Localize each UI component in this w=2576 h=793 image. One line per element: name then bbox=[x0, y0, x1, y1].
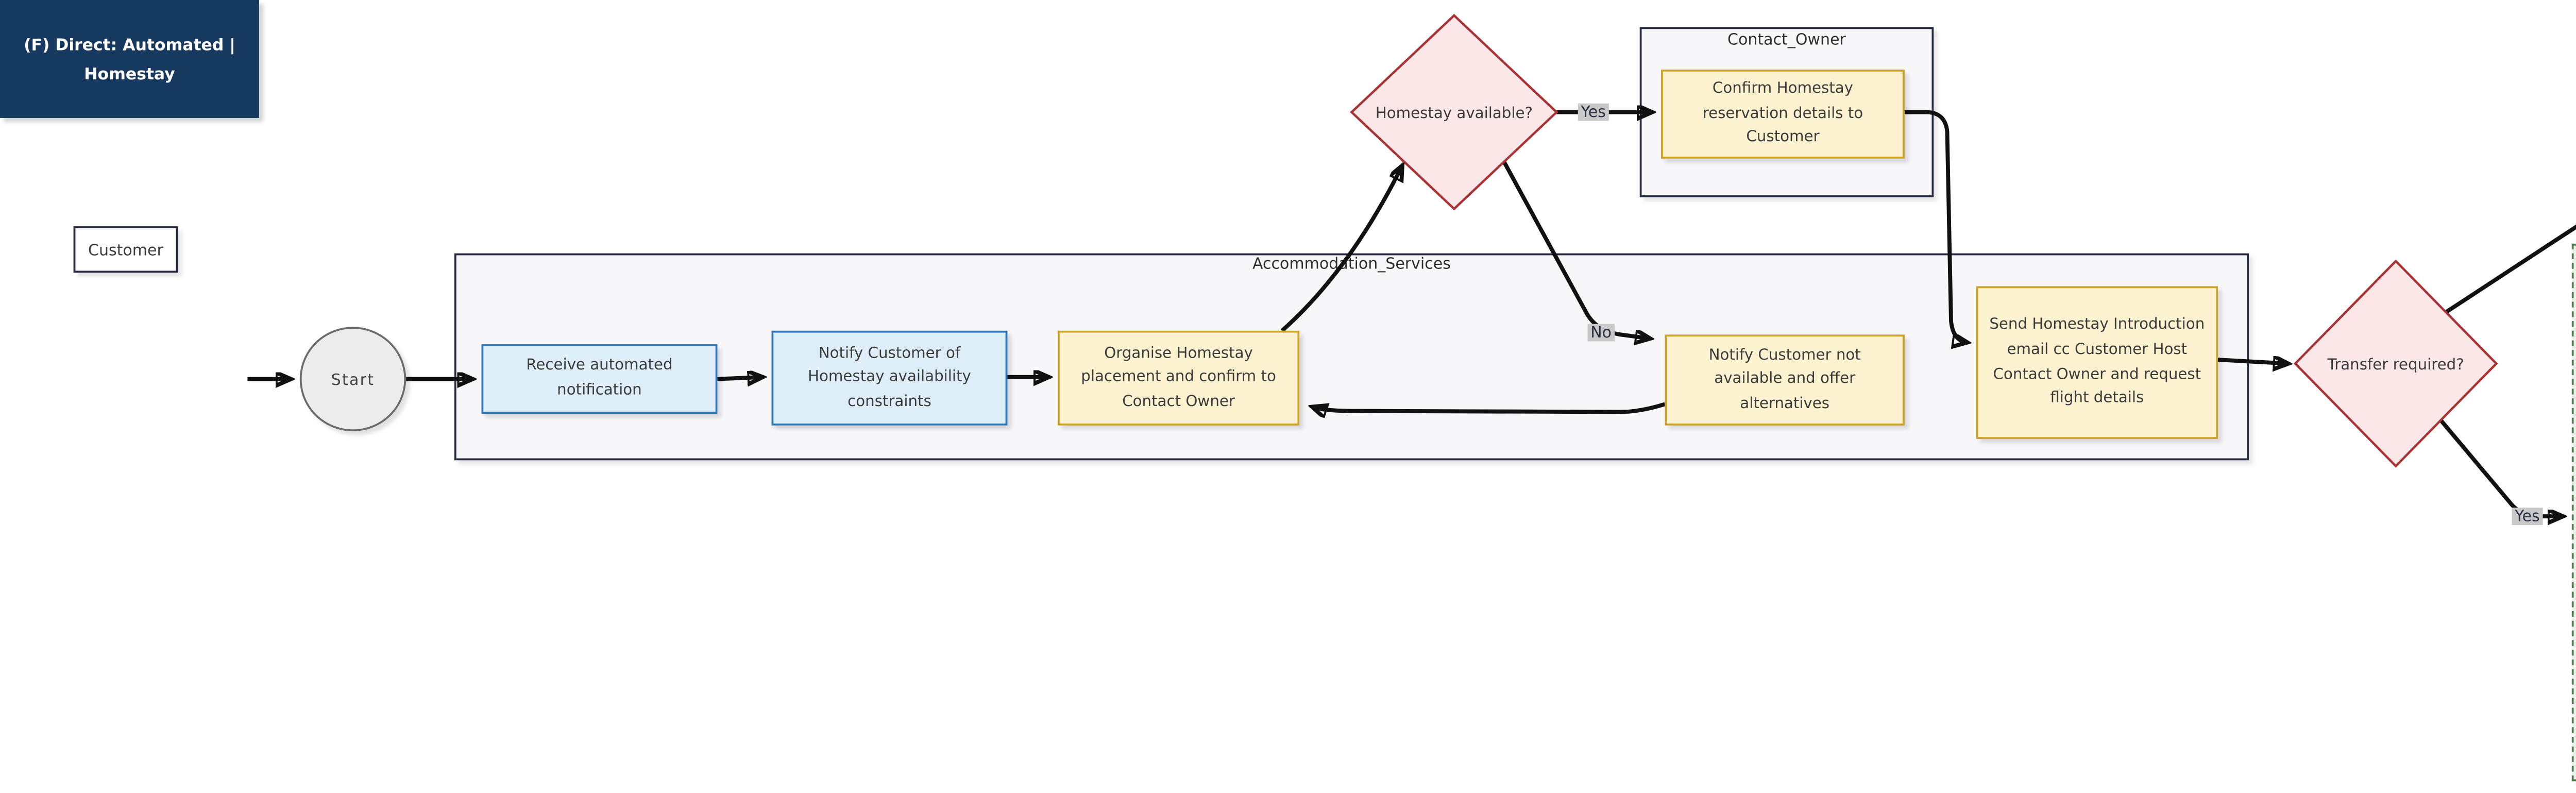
gateway-transfer-required-label: Transfer required? bbox=[2327, 355, 2464, 373]
lane-transfer-subprocess-title: Transfer_Subprocess bbox=[2572, 247, 2576, 265]
task-notify-constraints-label: Notify Customer of Homestay availability… bbox=[808, 343, 971, 410]
pool-direct-automated-homestay: (F) Direct: Automated | Homestay bbox=[0, 0, 259, 118]
gateway-homestay-available: Homestay available? bbox=[1350, 13, 1558, 211]
task-receive-notification-label: Receive automated notification bbox=[526, 356, 673, 399]
diamond-shape bbox=[1350, 13, 1558, 211]
gateway-homestay-available-label: Homestay available? bbox=[1375, 103, 1533, 121]
gateway-transfer-required: Transfer required? bbox=[2293, 259, 2498, 468]
task-send-introduction-label: Send Homestay Introduction email cc Cust… bbox=[1989, 315, 2205, 407]
task-organise-placement: Organise Homestay placement and confirm … bbox=[1058, 330, 1300, 426]
customer-label-box: Customer bbox=[73, 226, 178, 273]
task-notify-not-available-label: Notify Customer not available and offer … bbox=[1708, 345, 1861, 412]
start-event: Start bbox=[299, 327, 406, 431]
task-receive-notification: Receive automated notification bbox=[481, 344, 718, 414]
pool-label-text: (F) Direct: Automated | Homestay bbox=[24, 35, 235, 82]
customer-label-text: Customer bbox=[88, 241, 163, 259]
start-event-label: Start bbox=[331, 370, 375, 388]
lane-contact-owner-title: Contact_Owner bbox=[1727, 31, 1846, 48]
task-notify-constraints: Notify Customer of Homestay availability… bbox=[771, 330, 1008, 426]
task-confirm-reservation: Confirm Homestay reservation details to … bbox=[1660, 70, 1905, 159]
edge-label-homestay-no: No bbox=[1587, 324, 1615, 342]
task-organise-placement-label: Organise Homestay placement and confirm … bbox=[1081, 343, 1276, 410]
task-notify-not-available: Notify Customer not available and offer … bbox=[1665, 334, 1905, 426]
task-send-introduction: Send Homestay Introduction email cc Cust… bbox=[1976, 286, 2218, 439]
lane-accommodation-title: Accommodation_Services bbox=[1252, 255, 1451, 273]
edge-label-homestay-yes: Yes bbox=[1578, 103, 1609, 121]
edge-label-transfer-yes: Yes bbox=[2512, 508, 2543, 525]
task-confirm-reservation-label: Confirm Homestay reservation details to … bbox=[1702, 79, 1863, 146]
lane-transfer-subprocess bbox=[2571, 243, 2576, 782]
